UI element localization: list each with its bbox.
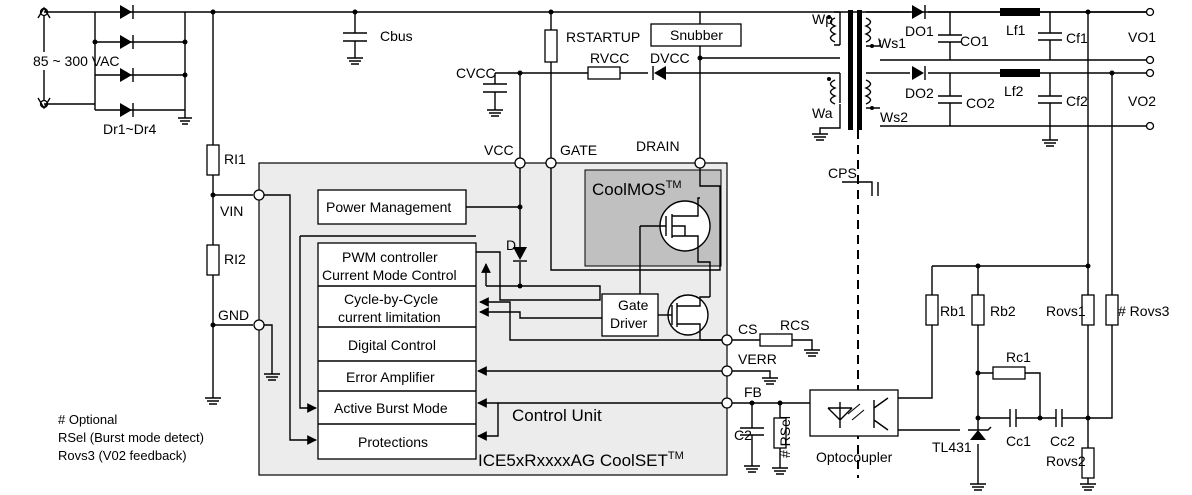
pwm-controller-label-2: Current Mode Control — [322, 267, 457, 283]
vo1-label: VO1 — [1128, 29, 1156, 45]
pin-drain: DRAIN — [636, 138, 680, 154]
cs-resistor: RCS — [732, 317, 820, 357]
vo2-label: VO2 — [1128, 93, 1156, 109]
pin-verr: VERR — [738, 351, 777, 367]
ac-voltage-label: 85 ~ 300 VAC — [33, 53, 120, 69]
ws1-label: Ws1 — [878, 35, 906, 51]
vin-divider: RI1 RI2 — [205, 9, 253, 405]
active-burst-mode-label: Active Burst Mode — [334, 400, 448, 416]
snubber-label: Snubber — [670, 27, 723, 43]
power-management-block — [317, 189, 467, 225]
wp-label: Wp — [812, 11, 833, 27]
rvcc-label: RVCC — [590, 50, 629, 66]
error-amplifier-label: Error Amplifier — [346, 369, 435, 385]
startup-network: RSTARTUP Snubber RVCC DVCC CVCC — [456, 9, 840, 160]
note-rsel: RSel (Burst mode detect) — [58, 430, 204, 445]
coolset-ic: CoolMOSTM VCC GATE DRAIN VIN GND CS VERR… — [218, 138, 777, 476]
cycle-limit-label-2: current limitation — [338, 309, 441, 325]
lf1-label: Lf1 — [1006, 22, 1026, 38]
co2-label: CO2 — [966, 95, 995, 111]
cf2-label: Cf2 — [1066, 93, 1088, 109]
note-optional: # Optional — [58, 412, 117, 427]
notes: # Optional RSel (Burst mode detect) Rovs… — [58, 412, 204, 463]
do1-label: DO1 — [905, 23, 934, 39]
part-name-label: ICE5xRxxxxAG CoolSETTM — [478, 450, 684, 470]
ws2-label: Ws2 — [880, 109, 908, 125]
co1-label: CO1 — [960, 33, 989, 49]
digital-control-label: Digital Control — [348, 337, 436, 353]
cbus-label: Cbus — [380, 28, 413, 44]
control-unit-label: Control Unit — [512, 406, 602, 425]
rsel-label: # RSel — [777, 416, 793, 458]
diode-d-label: D — [506, 237, 516, 253]
do2-label: DO2 — [905, 85, 934, 101]
ac-input: 85 ~ 300 VAC — [30, 6, 134, 110]
tl431-label: TL431 — [932, 439, 972, 455]
dvcc-label: DVCC — [650, 50, 690, 66]
cycle-limit-label-1: Cycle-by-Cycle — [344, 291, 438, 307]
rl2-label: RI2 — [224, 251, 246, 267]
cc2-label: Cc2 — [1050, 433, 1075, 449]
rstartup-label: RSTARTUP — [566, 29, 640, 45]
protections-label: Protections — [358, 434, 428, 450]
wa-label: Wa — [812, 105, 833, 121]
rb1-label: Rb1 — [940, 303, 966, 319]
gate-driver-label-1: Gate — [618, 297, 649, 313]
cc1-label: Cc1 — [1006, 433, 1031, 449]
verr-ground — [732, 370, 778, 385]
rc1-label: Rc1 — [1006, 349, 1031, 365]
lf2-label: Lf2 — [1004, 83, 1024, 99]
pin-fb: FB — [744, 384, 762, 400]
c2-label: C2 — [734, 427, 752, 443]
cvcc-label: CVCC — [456, 65, 496, 81]
cps-label: CPS — [828, 165, 857, 181]
fb-network: C2 # RSel — [732, 400, 810, 475]
bus-capacitor: Cbus — [343, 9, 413, 65]
rl1-label: RI1 — [224, 151, 246, 167]
pwm-controller-label-1: PWM controller — [342, 249, 438, 265]
gate-driver-label-2: Driver — [610, 315, 648, 331]
feedback-network: Rovs1 Rovs2 # Rovs3 Rb1 Rb2 Rc1 Cc1 Cc2 … — [900, 12, 1170, 491]
rcs-label: RCS — [780, 317, 810, 333]
pin-gate: GATE — [560, 142, 597, 158]
rovs2-label: Rovs2 — [1046, 453, 1086, 469]
pin-gnd: GND — [218, 307, 249, 323]
coolmos-label: CoolMOSTM — [592, 179, 682, 199]
bridge-label: Dr1~Dr4 — [103, 121, 157, 137]
optocoupler: Optocoupler — [809, 389, 900, 465]
power-management-label: Power Management — [326, 199, 451, 215]
pin-cs: CS — [738, 321, 757, 337]
rovs3-label: # Rovs3 — [1118, 303, 1170, 319]
cf1-label: Cf1 — [1066, 30, 1088, 46]
pin-vin: VIN — [220, 203, 243, 219]
note-rovs3: Rovs3 (V02 feedback) — [58, 448, 187, 463]
rb2-label: Rb2 — [990, 303, 1016, 319]
rovs1-label: Rovs1 — [1046, 303, 1086, 319]
output-stage: DO1 CO1 Lf1 Cf1 VO1 DO2 CO2 Lf2 Cf2 VO2 — [880, 5, 1156, 147]
optocoupler-label: Optocoupler — [816, 449, 893, 465]
pin-vcc: VCC — [484, 142, 514, 158]
